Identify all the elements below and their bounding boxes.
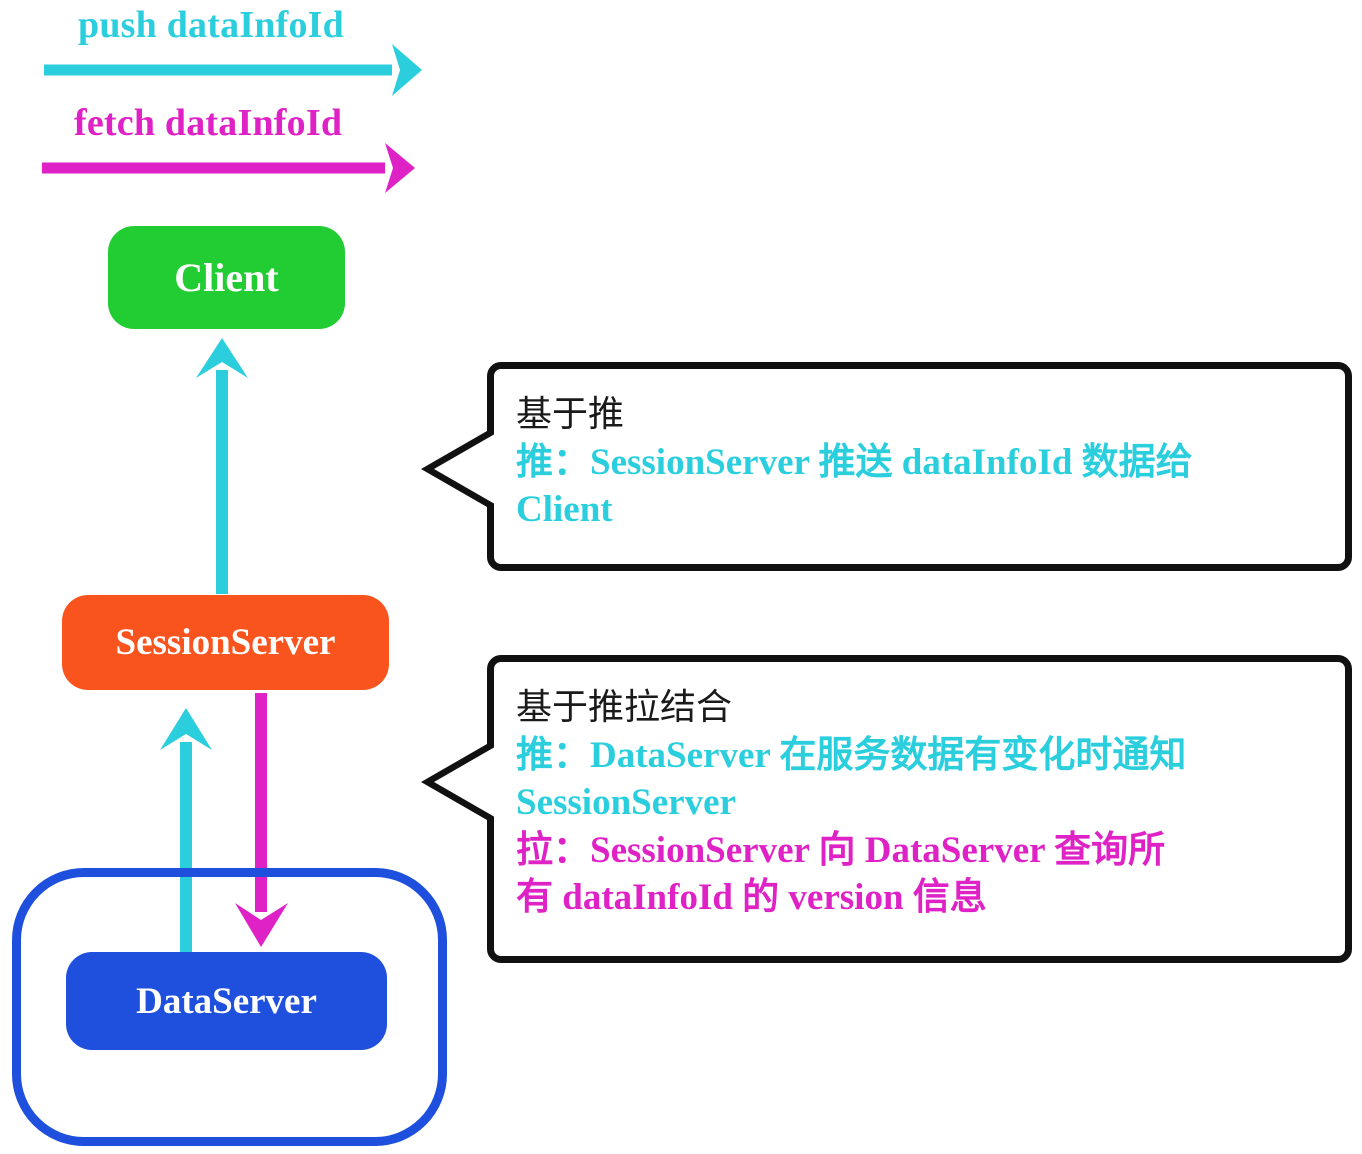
callout-push-pull-title: 基于推拉结合 bbox=[516, 687, 733, 727]
callout-push-line-1: 推：SessionServer 推送 dataInfoId 数据给 bbox=[516, 442, 1193, 484]
node-client[interactable]: Client bbox=[108, 226, 345, 329]
callout-push-pull-line-3: 拉：SessionServer 向 DataServer 查询所 bbox=[516, 829, 1166, 871]
callout-push-pull-line-4: 有 dataInfoId 的 version 信息 bbox=[516, 877, 987, 919]
legend-fetch-arrow-icon bbox=[42, 143, 415, 193]
dataserver-cluster bbox=[12, 868, 447, 1146]
legend-push-arrow-icon bbox=[44, 44, 422, 96]
callout-push-pointer-fill bbox=[434, 431, 500, 507]
legend-label-fetch: fetch dataInfoId bbox=[74, 102, 343, 144]
callout-push-pull-line-2: SessionServer bbox=[516, 782, 736, 824]
callout-push-pull-pointer-fill bbox=[434, 744, 500, 820]
legend-label-push: push dataInfoId bbox=[78, 4, 344, 46]
callout-push-pull: 基于推拉结合 推：DataServer 在服务数据有变化时通知 SessionS… bbox=[487, 655, 1352, 963]
callout-push-pull-line-1: 推：DataServer 在服务数据有变化时通知 bbox=[516, 735, 1187, 777]
edge-session-to-client bbox=[196, 338, 248, 594]
callout-push-title: 基于推 bbox=[516, 394, 625, 434]
node-dataserver[interactable]: DataServer bbox=[66, 952, 387, 1050]
callout-push-line-2: Client bbox=[516, 489, 613, 531]
node-sessionserver[interactable]: SessionServer bbox=[62, 595, 389, 690]
callout-push: 基于推 推：SessionServer 推送 dataInfoId 数据给 Cl… bbox=[487, 362, 1352, 571]
